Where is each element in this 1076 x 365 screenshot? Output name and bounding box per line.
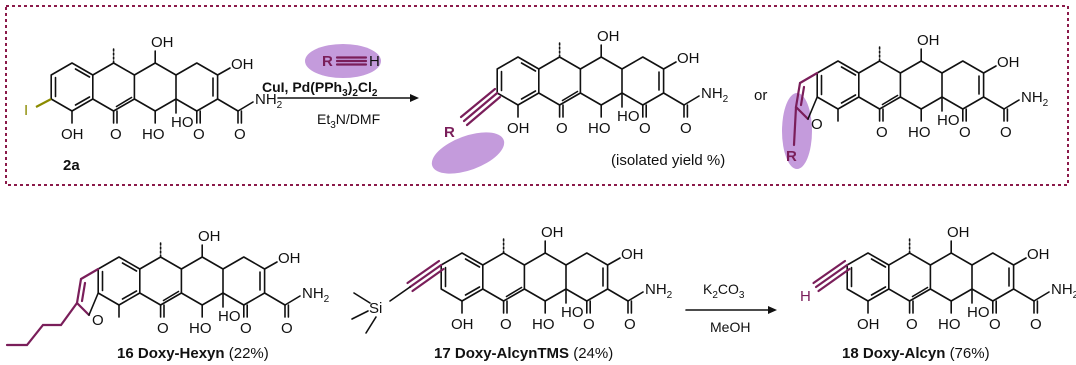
atom-ho: HO — [617, 108, 640, 125]
substituent-r: R — [444, 124, 455, 141]
atom-nh2: NH2 — [701, 85, 729, 105]
arrow-head-icon — [410, 94, 419, 102]
yield-note: (isolated yield %) — [611, 152, 725, 169]
atom-oh: OH — [677, 50, 700, 67]
atom-o: O — [989, 316, 1001, 333]
atom-o: O — [624, 316, 636, 333]
alkyne-h: H — [369, 53, 380, 70]
atom-oh: OH — [917, 32, 940, 49]
atom-o: O — [906, 316, 918, 333]
atom-ho: HO — [218, 308, 241, 325]
atom-nh2: NH2 — [1021, 89, 1049, 109]
atom-o: O — [556, 120, 568, 137]
atom-oh: OH — [278, 250, 301, 267]
compound-caption-18: 18 Doxy-Alcyn (76%) — [842, 345, 990, 362]
atom-o: O — [583, 316, 595, 333]
atom-oh: OH — [541, 224, 564, 241]
compound-caption-17: 17 Doxy-AlcynTMS (24%) — [434, 345, 613, 362]
atom-o: O — [193, 126, 205, 143]
atom-o: O — [281, 320, 293, 337]
compound-17: Si OH O HO HO O O OH OH NH2 — [351, 224, 673, 334]
atom-nh2: NH2 — [645, 281, 673, 301]
atom-o: O — [1000, 124, 1012, 141]
atom-oh: OH — [997, 54, 1020, 71]
furan-oxygen: O — [811, 116, 823, 133]
atom-ho: HO — [532, 316, 555, 333]
iodine-atom: I — [24, 102, 28, 119]
substituent-r: R — [786, 148, 797, 165]
atom-ho: HO — [967, 304, 990, 321]
alkyne-r: R — [322, 53, 333, 70]
atom-oh: OH — [621, 246, 644, 263]
atom-ho: HO — [561, 304, 584, 321]
compound-2a: I OH O HO HO O O OH OH NH2 — [24, 34, 283, 143]
atom-oh: OH — [947, 224, 970, 241]
atom-oh: OH — [857, 316, 880, 333]
atom-o: O — [680, 120, 692, 137]
atom-o: O — [876, 124, 888, 141]
atom-oh: OH — [198, 228, 221, 245]
compound-label-2a: 2a — [63, 157, 80, 174]
silicon-atom: Si — [369, 300, 382, 317]
product-blob — [431, 132, 505, 174]
furan-blob — [782, 93, 812, 169]
atom-o: O — [240, 320, 252, 337]
atom-ho: HO — [937, 112, 960, 129]
catalyst-text: CuI, Pd(PPh3)2Cl2 — [262, 79, 378, 99]
compound-18: H OH O HO HO O O OH OH NH2 — [800, 224, 1076, 333]
methanol-text: MeOH — [710, 319, 750, 335]
terminal-h: H — [800, 288, 811, 305]
dashed-frame — [5, 5, 1069, 186]
or-text: or — [754, 87, 767, 104]
atom-oh: OH — [451, 316, 474, 333]
atom-nh2: NH2 — [302, 285, 330, 305]
atom-o: O — [959, 124, 971, 141]
atom-oh: OH — [61, 126, 84, 143]
atom-o: O — [1030, 316, 1042, 333]
atom-o: O — [639, 120, 651, 137]
atom-nh2: NH2 — [1051, 281, 1076, 301]
atom-oh: OH — [1027, 246, 1050, 263]
atom-ho: HO — [908, 124, 931, 141]
atom-o: O — [110, 126, 122, 143]
atom-ho: HO — [938, 316, 961, 333]
arrow-head-icon — [768, 306, 777, 314]
base-text: K2CO3 — [703, 281, 745, 301]
solvent-text: Et3N/DMF — [317, 111, 380, 131]
atom-oh: OH — [597, 28, 620, 45]
product-alkyne: R OH O HO HO O O OH OH NH2 — [444, 28, 729, 141]
atom-nh2: NH2 — [255, 91, 283, 111]
atom-oh: OH — [231, 56, 254, 73]
compound-16: O O HO HO O O OH OH NH2 — [5, 228, 330, 347]
atom-ho: HO — [189, 320, 212, 337]
atom-ho: HO — [588, 120, 611, 137]
atom-o: O — [500, 316, 512, 333]
atom-o: O — [157, 320, 169, 337]
furan-oxygen: O — [92, 312, 104, 329]
atom-ho: HO — [171, 114, 194, 131]
atom-oh: OH — [151, 34, 174, 51]
atom-oh: OH — [507, 120, 530, 137]
product-furan: O R O HO HO O O OH OH NH2 — [786, 32, 1049, 165]
compound-caption-16: 16 Doxy-Hexyn (22%) — [117, 345, 269, 362]
atom-o: O — [234, 126, 246, 143]
atom-ho: HO — [142, 126, 165, 143]
